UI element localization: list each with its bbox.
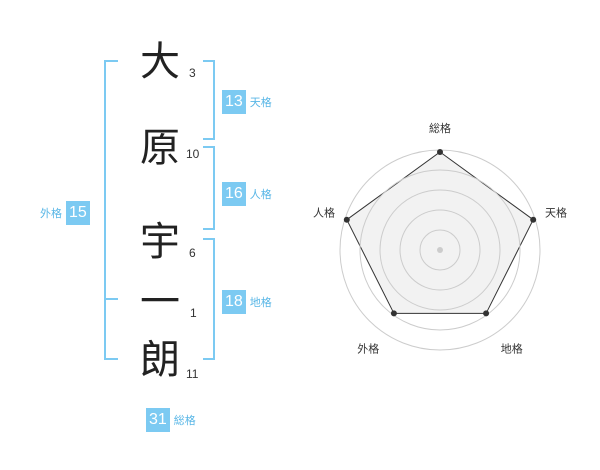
tenkaku-bracket-bottom (203, 138, 215, 140)
radar-axis-label: 地格 (501, 342, 523, 356)
radar-axis-label: 天格 (545, 205, 567, 219)
gaikaku-badge: 外格 15 (40, 201, 90, 225)
stroke-count-4: 1 (190, 306, 197, 320)
radar-point-5 (343, 216, 350, 223)
stroke-count-1: 3 (189, 66, 196, 80)
gaikaku-bracket-top (104, 60, 118, 62)
chikaku-badge: 18 地格 (222, 290, 272, 314)
jinkaku-value: 16 (222, 182, 246, 206)
name-char-1: 大 (140, 39, 180, 85)
stroke-count-2: 10 (186, 147, 200, 161)
gaikaku-bracket (104, 60, 106, 360)
chikaku-bracket-bottom (203, 358, 215, 360)
radar-axis-label: 総格 (429, 121, 451, 135)
jinkaku-label: 人格 (249, 188, 272, 201)
jinkaku-badge: 16 人格 (222, 182, 272, 206)
radar-ring (399, 209, 481, 291)
tenkaku-badge: 13 天格 (222, 90, 272, 114)
name-char-4: 一 (140, 279, 180, 325)
gaikaku-value: 15 (66, 201, 90, 225)
tenkaku-value: 13 (222, 90, 246, 114)
radar-center-dot (437, 247, 443, 253)
gaikaku-bracket-bottom (104, 358, 118, 360)
radar-axis-label: 外格 (357, 342, 379, 356)
tenkaku-bracket-top (203, 60, 215, 62)
tenkaku-label: 天格 (249, 96, 272, 109)
chikaku-bracket-top (203, 238, 215, 240)
jinkaku-bracket-bottom (203, 228, 215, 230)
chikaku-label: 地格 (249, 296, 272, 309)
soukaku-label: 総格 (173, 414, 196, 427)
name-char-3: 宇 (140, 219, 180, 265)
radar-ring (359, 169, 521, 331)
jinkaku-bracket (213, 146, 215, 230)
stroke-count-3: 6 (189, 246, 196, 260)
name-char-5: 朗 (140, 337, 180, 383)
name-char-2: 原 (140, 125, 180, 171)
radar-axis-label: 人格 (313, 205, 335, 219)
radar-point-2 (530, 216, 537, 223)
chikaku-bracket (213, 238, 215, 360)
gaikaku-bracket-mid (104, 298, 118, 300)
soukaku-value: 31 (146, 408, 170, 432)
gaikaku-label: 外格 (40, 207, 62, 220)
chikaku-value: 18 (222, 290, 246, 314)
radar-ring (379, 189, 501, 311)
jinkaku-bracket-top (203, 146, 215, 148)
radar-point-1 (437, 149, 443, 155)
soukaku-badge: 31 総格 (146, 408, 196, 432)
radar-ring (419, 229, 461, 271)
tenkaku-bracket (213, 60, 215, 140)
radar-point-3 (483, 310, 490, 317)
stroke-count-5: 11 (186, 367, 199, 381)
radar-point-4 (390, 310, 397, 317)
radar-data-polygon (346, 151, 534, 314)
